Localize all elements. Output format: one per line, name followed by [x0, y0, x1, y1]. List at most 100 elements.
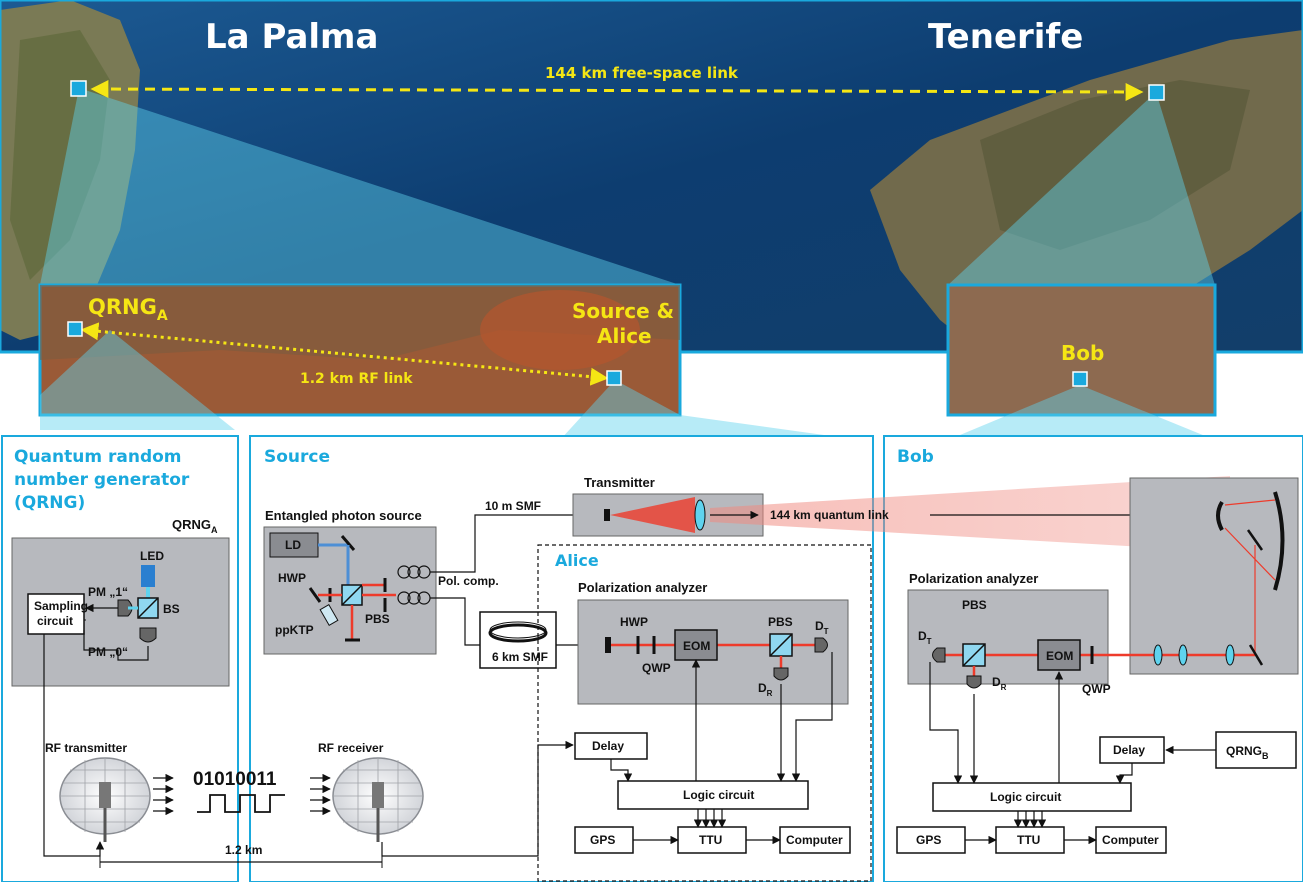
secondary-mirror — [1216, 500, 1224, 531]
alice-dt-label: DT — [815, 619, 829, 636]
source-site-marker — [606, 370, 622, 386]
bob-dr-label: DR — [992, 675, 1007, 692]
bob-pbs-label: PBS — [962, 598, 987, 612]
inset-tenerife: Bob — [946, 283, 1217, 440]
bob-ttu-label: TTU — [1017, 833, 1040, 847]
bob-qrng-box — [1215, 731, 1297, 769]
qrng-site-marker — [67, 321, 83, 337]
sampling-circuit-box — [27, 593, 85, 635]
inset-qrng-label: QRNGA — [88, 295, 168, 324]
sampling-circuit-label-1: Sampling — [34, 599, 88, 613]
qrng-title-3: (QRNG) — [14, 493, 85, 513]
fiber-10m — [430, 514, 602, 573]
sampling-circuit-label-2: circuit — [37, 614, 73, 628]
qrng-title-2: number generator — [14, 470, 190, 490]
inset-bob-label: Bob — [1061, 341, 1104, 365]
tenerife-label: Tenerife — [928, 17, 1083, 57]
inset-source-label-2: Alice — [597, 324, 652, 348]
bob-delay-label: Delay — [1113, 743, 1145, 757]
bit-string: 01010011 — [193, 769, 277, 790]
pm1-label: PM „1“ — [88, 585, 128, 599]
alice-region — [537, 544, 872, 882]
la-palma-site-marker — [70, 80, 87, 97]
bob-gps-label: GPS — [916, 833, 941, 847]
free-space-link-arrow — [90, 80, 1144, 101]
alice-dt-detector — [814, 637, 828, 653]
quantum-beam — [710, 476, 1230, 552]
alice-analyzer-title: Polarization analyzer — [578, 580, 707, 595]
pm0-label: PM „0“ — [88, 645, 128, 659]
alice-gps-label: GPS — [590, 833, 615, 847]
qrng-title-1: Quantum random — [14, 447, 182, 467]
led-icon — [141, 565, 155, 587]
alice-ttu-label: TTU — [699, 833, 722, 847]
pol-comp-label: Pol. comp. — [438, 574, 499, 588]
inset-la-palma: QRNGA Source & Alice 1.2 km RF link — [38, 283, 860, 440]
bob-qrng-label: QRNGB — [1226, 744, 1269, 761]
alice-title: Alice — [555, 551, 599, 570]
qrng-panel-content: Quantum random number generator (QRNG) Q… — [11, 447, 230, 857]
alice-computer-label: Computer — [786, 833, 843, 847]
alice-panel-content: Alice Polarization analyzer HWP QWP EOM … — [537, 544, 872, 882]
alice-delay-label: Delay — [592, 739, 624, 753]
transmitter-lens — [694, 499, 706, 531]
ppktp-crystal — [319, 604, 339, 626]
la-palma-label: La Palma — [205, 17, 378, 57]
bob-panel-content: Bob OGS telescope Polarization analyzer … — [896, 447, 1299, 854]
ogs-telescope-box — [1129, 477, 1299, 675]
pm0-detector-icon — [139, 627, 157, 643]
alice-pbs-label: PBS — [768, 615, 793, 629]
bob-logic-box — [932, 782, 1132, 812]
qrng-box-label: QRNGA — [172, 517, 218, 535]
bob-dt-detector — [932, 647, 946, 663]
bob-logic-label: Logic circuit — [990, 790, 1061, 804]
source-pbs-label: PBS — [365, 612, 390, 626]
alice-eom-box — [674, 629, 718, 661]
alice-hwp-label: HWP — [620, 615, 648, 629]
bob-analyzer-title: Polarization analyzer — [909, 571, 1038, 586]
bob-eom-label: EOM — [1046, 649, 1073, 663]
alice-eom-label: EOM — [683, 639, 710, 653]
entangled-source-title: Entangled photon source — [265, 508, 422, 523]
alice-dr-label: DR — [758, 681, 773, 698]
free-space-link-label: 144 km free-space link — [545, 64, 739, 82]
alice-logic-label: Logic circuit — [683, 788, 754, 802]
smf6-label: 6 km SMF — [492, 650, 548, 664]
rf-receiver-antenna — [332, 757, 424, 842]
ld-label: LD — [285, 538, 301, 552]
la-palma-zoom-cone — [40, 88, 680, 285]
alice-dr-detector — [773, 667, 789, 681]
bob-title: Bob — [897, 447, 934, 467]
alice-qwp-label: QWP — [642, 661, 671, 675]
quantum-link-label: 144 km quantum link — [770, 508, 889, 522]
rf-link-label: 1.2 km RF link — [300, 371, 413, 387]
source-hwp-label: HWP — [278, 571, 306, 585]
bob-site-marker — [1072, 371, 1088, 387]
bit-waveform — [197, 794, 285, 813]
bob-gps-box — [896, 826, 966, 854]
bob-qwp-label: QWP — [1082, 682, 1111, 696]
tenerife-site-marker — [1148, 84, 1165, 101]
alice-logic-box — [617, 780, 809, 810]
tenerife-zoom-cone — [948, 92, 1215, 285]
alice-ttu-box — [677, 826, 747, 854]
rf-receiver-label: RF receiver — [318, 741, 384, 755]
bob-dr-detector — [966, 675, 982, 689]
smf6-box — [479, 611, 557, 669]
led-label: LED — [140, 549, 164, 563]
rf-transmitter-label: RF transmitter — [45, 741, 127, 755]
bob-computer-label: Computer — [1102, 833, 1159, 847]
rf-link-arrow — [80, 322, 609, 386]
distance-label: 1.2 km — [225, 843, 262, 857]
source-title: Source — [264, 447, 330, 467]
rf-transmitter-antenna — [59, 757, 151, 842]
smf10-label: 10 m SMF — [485, 499, 541, 513]
bob-eom-box — [1037, 639, 1081, 671]
inset-source-label-1: Source & — [572, 299, 674, 323]
alice-gps-box — [574, 826, 634, 854]
primary-mirror — [1273, 491, 1285, 591]
transmitter-title: Transmitter — [584, 475, 655, 490]
bs-label: BS — [163, 602, 180, 616]
